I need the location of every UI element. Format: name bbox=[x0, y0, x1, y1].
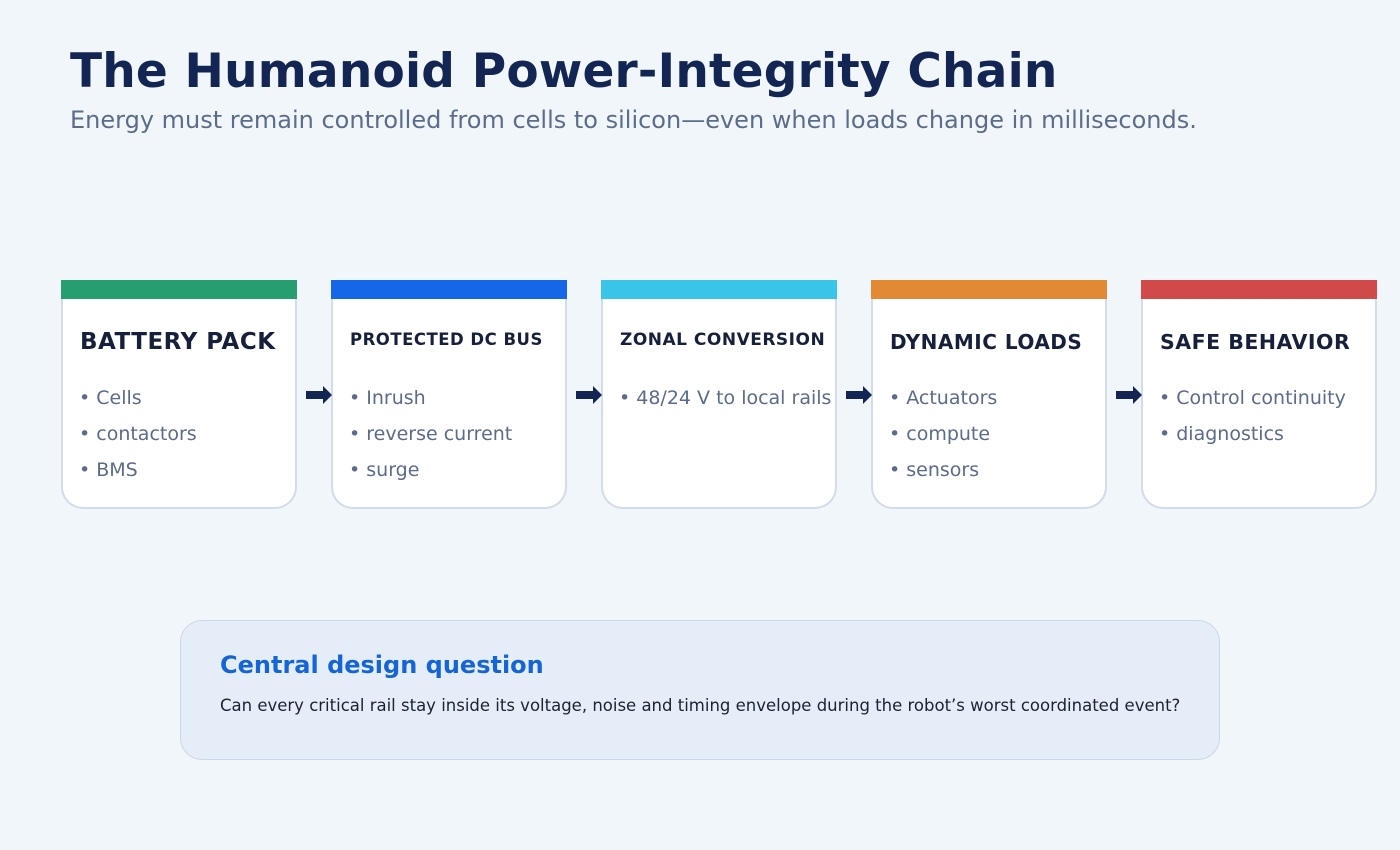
card-item: • Inrush bbox=[349, 387, 426, 409]
card-title: PROTECTED DC BUS bbox=[350, 330, 543, 349]
card-color-bar bbox=[1141, 280, 1377, 299]
card-item: • diagnostics bbox=[1159, 423, 1284, 445]
right-arrow-icon bbox=[306, 386, 332, 404]
card-item: • sensors bbox=[889, 459, 980, 481]
callout-title: Central design question bbox=[220, 651, 544, 679]
card-title: DYNAMIC LOADS bbox=[890, 330, 1083, 354]
design-question-callout: Central design question Can every critic… bbox=[180, 620, 1220, 760]
card-color-bar bbox=[601, 280, 837, 299]
chain-card-zonal-conversion: ZONAL CONVERSION • 48/24 V to local rail… bbox=[601, 280, 837, 509]
chain-card-safe-behavior: SAFE BEHAVIOR • Control continuity • dia… bbox=[1141, 280, 1377, 509]
card-color-bar bbox=[61, 280, 297, 299]
right-arrow-icon bbox=[576, 386, 602, 404]
card-item: • compute bbox=[889, 423, 991, 445]
page-subtitle: Energy must remain controlled from cells… bbox=[70, 106, 1197, 134]
chain-card-dynamic-loads: DYNAMIC LOADS • Actuators • compute • se… bbox=[871, 280, 1107, 509]
card-item-list: • Cells • contactors • BMS bbox=[79, 380, 197, 488]
card-title: SAFE BEHAVIOR bbox=[1160, 330, 1351, 354]
card-item: • Actuators bbox=[889, 387, 998, 409]
card-item-list: • Control continuity • diagnostics bbox=[1159, 380, 1346, 452]
right-arrow-icon bbox=[846, 386, 872, 404]
callout-text: Can every critical rail stay inside its … bbox=[220, 696, 1181, 715]
card-item-list: • Inrush • reverse current • surge bbox=[349, 380, 512, 488]
card-item: • Control continuity bbox=[1159, 387, 1346, 409]
card-item-list: • Actuators • compute • sensors bbox=[889, 380, 997, 488]
card-item: • surge bbox=[349, 459, 420, 481]
card-title: ZONAL CONVERSION bbox=[620, 330, 826, 350]
card-title: BATTERY PACK bbox=[80, 329, 276, 355]
card-color-bar bbox=[871, 280, 1107, 299]
card-item-list: • 48/24 V to local rails bbox=[619, 380, 831, 416]
card-color-bar bbox=[331, 280, 567, 299]
card-item: • reverse current bbox=[349, 423, 513, 445]
page-title: The Humanoid Power-Integrity Chain bbox=[70, 44, 1058, 99]
chain-card-protected-dc-bus: PROTECTED DC BUS • Inrush • reverse curr… bbox=[331, 280, 567, 509]
card-item: • BMS bbox=[79, 459, 138, 481]
card-item: • contactors bbox=[79, 423, 197, 445]
chain-card-battery-pack: BATTERY PACK • Cells • contactors • BMS bbox=[61, 280, 297, 509]
card-item: • Cells bbox=[79, 387, 142, 409]
card-item: • 48/24 V to local rails bbox=[619, 387, 832, 409]
right-arrow-icon bbox=[1116, 386, 1142, 404]
